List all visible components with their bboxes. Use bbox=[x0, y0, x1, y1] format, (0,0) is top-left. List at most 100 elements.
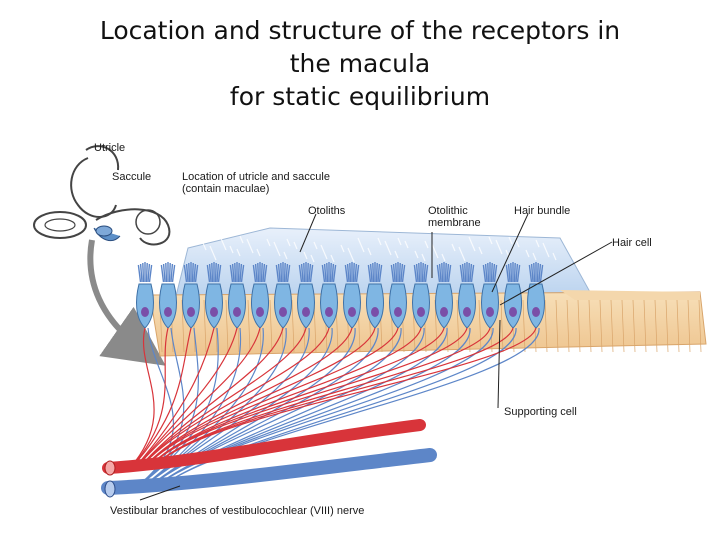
hair-cell bbox=[527, 262, 545, 329]
otolith-crystal bbox=[273, 241, 278, 250]
label-otoliths: Otoliths bbox=[308, 205, 346, 217]
otolith-crystal bbox=[219, 235, 224, 244]
supporting-cell bbox=[291, 299, 295, 353]
otolith-crystal bbox=[421, 253, 426, 262]
macula-diagram bbox=[33, 145, 707, 501]
otolith-crystal bbox=[357, 237, 362, 246]
otolith-crystal bbox=[498, 246, 503, 255]
nerve-fiber-red bbox=[134, 327, 215, 469]
leader-lines bbox=[139, 213, 613, 501]
supporting-cell bbox=[698, 299, 702, 353]
hair-cell bbox=[458, 262, 476, 329]
nerve-fiber-red bbox=[150, 327, 468, 467]
otolith-crystal bbox=[239, 235, 244, 244]
hair-cell bbox=[182, 262, 200, 329]
title-line-3: for static equilibrium bbox=[229, 82, 491, 111]
otolith-crystal bbox=[212, 252, 217, 261]
otolith-crystal bbox=[387, 247, 392, 256]
supporting-cell bbox=[610, 299, 614, 353]
otolith-crystal bbox=[552, 252, 557, 261]
supporting-cell bbox=[203, 299, 207, 353]
otolith-crystal bbox=[310, 254, 315, 263]
supporting-cell bbox=[621, 299, 625, 353]
nerve-fiber-red bbox=[143, 327, 353, 469]
label-nerve: Vestibular branches of vestibulocochlear… bbox=[110, 505, 365, 517]
supporting-cell bbox=[632, 299, 636, 353]
otolith-crystal bbox=[246, 238, 251, 247]
otolith-crystal bbox=[360, 244, 365, 253]
otolith-crystal bbox=[323, 251, 328, 260]
label-otolithic-line2: membrane bbox=[428, 217, 481, 229]
hair-cell bbox=[435, 262, 453, 329]
hair-cell bbox=[389, 262, 407, 329]
hair-cell bbox=[136, 262, 154, 329]
supporting-cell bbox=[643, 299, 647, 353]
supporting-cell bbox=[577, 299, 581, 353]
otolith-crystal bbox=[414, 250, 419, 259]
supporting-cell bbox=[555, 299, 559, 353]
otolith-crystal bbox=[515, 239, 520, 248]
nerve-fiber-red bbox=[132, 327, 192, 467]
otolith-crystal bbox=[404, 240, 409, 249]
otolith-crystal bbox=[340, 244, 345, 253]
otolith-crystal bbox=[488, 236, 493, 245]
label-hair-cell: Hair cell bbox=[612, 237, 652, 249]
otolith-crystal bbox=[222, 242, 227, 251]
otolith-crystal bbox=[461, 253, 466, 262]
label-hair-bundle: Hair bundle bbox=[514, 205, 571, 217]
label-otolithic-line1: Otolithic bbox=[428, 205, 468, 217]
otolith-crystal bbox=[542, 242, 547, 251]
macula-illustration: Utricle Saccule Location of utricle and … bbox=[0, 130, 720, 540]
otolith-crystal bbox=[495, 239, 500, 248]
otolith-crystal bbox=[209, 245, 214, 254]
supporting-cell bbox=[269, 299, 273, 353]
nerve-fiber-blue bbox=[160, 327, 540, 488]
otolith-crystal bbox=[532, 252, 537, 261]
nerve-fiber-red bbox=[138, 327, 284, 469]
hair-cell bbox=[297, 262, 315, 329]
supporting-cell bbox=[687, 299, 691, 353]
nerve-fiber-red bbox=[137, 327, 261, 467]
label-saccule: Saccule bbox=[112, 171, 152, 183]
otolith-crystal bbox=[458, 246, 463, 255]
nerve-fiber-red bbox=[155, 327, 537, 467]
otolith-crystal bbox=[535, 239, 540, 248]
label-utricle: Utricle bbox=[94, 142, 126, 154]
otolith-crystal bbox=[394, 250, 399, 259]
supporting-cell bbox=[247, 299, 251, 353]
otolith-crystal bbox=[276, 248, 281, 257]
supporting-cell bbox=[225, 299, 229, 353]
nerve-fiber-red bbox=[131, 327, 169, 468]
supporting-cell bbox=[588, 299, 592, 353]
otolith-crystal bbox=[202, 242, 207, 251]
otolith-crystal bbox=[367, 247, 372, 256]
label-supporting-cell: Supporting cell bbox=[504, 406, 577, 418]
otolith-crystal bbox=[451, 243, 456, 252]
hair-cell bbox=[205, 262, 223, 329]
supporting-cell bbox=[522, 299, 526, 353]
otolith-crystal bbox=[199, 235, 204, 244]
inner-ear-schematic bbox=[33, 145, 171, 246]
otolith-crystal bbox=[347, 247, 352, 256]
hair-cell bbox=[251, 262, 269, 329]
title-line-1: Location and structure of the receptors … bbox=[99, 16, 621, 45]
otolith-crystal bbox=[320, 244, 325, 253]
nerve-fiber-red bbox=[141, 327, 330, 467]
otolith-crystal bbox=[236, 248, 241, 257]
supporting-cell bbox=[500, 299, 504, 353]
otolith-crystal bbox=[266, 238, 271, 247]
supporting-cell bbox=[599, 299, 603, 353]
hair-cell bbox=[228, 262, 246, 329]
otolith-crystal bbox=[397, 237, 402, 246]
supporting-cell bbox=[456, 299, 460, 353]
nerve-fiber-red bbox=[146, 327, 399, 467]
otolith-crystal bbox=[468, 236, 473, 245]
hair-cell bbox=[366, 262, 384, 329]
supporting-cell bbox=[665, 299, 669, 353]
otolith-crystal bbox=[377, 237, 382, 246]
hair-cell bbox=[481, 262, 499, 329]
supporting-cell bbox=[478, 299, 482, 353]
hair-cell bbox=[412, 262, 430, 329]
otolith-crystal bbox=[525, 249, 530, 258]
supporting-cell bbox=[566, 299, 570, 353]
